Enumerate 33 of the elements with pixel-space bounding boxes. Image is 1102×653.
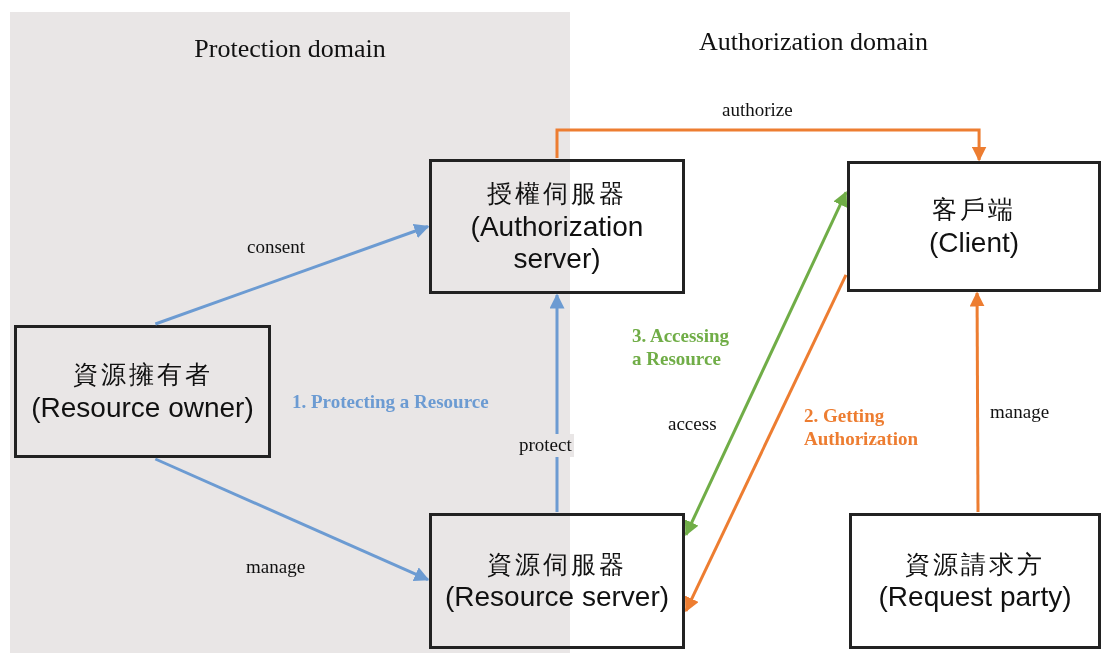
entity-box xyxy=(429,513,685,649)
edge-label: protect xyxy=(517,434,574,457)
arrow xyxy=(549,293,565,512)
arrow xyxy=(555,128,987,162)
entity-subtitle: (Resource server) xyxy=(444,581,670,614)
entity-name: 資源請求方 xyxy=(905,548,1045,581)
edge-label: access xyxy=(668,413,717,436)
entity-name: 資源擁有者 xyxy=(72,359,213,392)
domain-heading: Protection domain xyxy=(194,34,386,64)
arrow xyxy=(154,224,430,326)
entity-name: 客戶端 xyxy=(932,194,1016,227)
entity-name: 資源伺服器 xyxy=(487,548,627,581)
arrow xyxy=(684,274,848,613)
edge-label: manage xyxy=(246,556,306,579)
entity-subtitle: (Client) xyxy=(928,226,1020,259)
edge-label: manage xyxy=(990,401,1050,424)
entity-subtitle: (Resource owner) xyxy=(31,391,254,424)
entity-box xyxy=(429,159,685,294)
step-label: 3. Accessing a Resource xyxy=(632,325,731,371)
entity-subtitle: (Authorization server) xyxy=(469,210,645,275)
entity-box xyxy=(849,513,1101,649)
step-label: 2. Getting Authorization xyxy=(804,405,919,451)
edge-label: consent xyxy=(247,236,306,259)
entity-box xyxy=(847,161,1101,292)
edge-label: authorize xyxy=(722,99,793,122)
arrow xyxy=(154,457,430,582)
entity-name: 授權伺服器 xyxy=(487,178,627,211)
entity-box xyxy=(14,325,271,458)
domain-heading: Authorization domain xyxy=(699,26,928,58)
entity-subtitle: (Request party) xyxy=(878,581,1072,614)
arrow xyxy=(969,291,985,512)
step-label: 1. Protecting a Resource xyxy=(292,391,489,414)
arrow xyxy=(684,191,848,537)
